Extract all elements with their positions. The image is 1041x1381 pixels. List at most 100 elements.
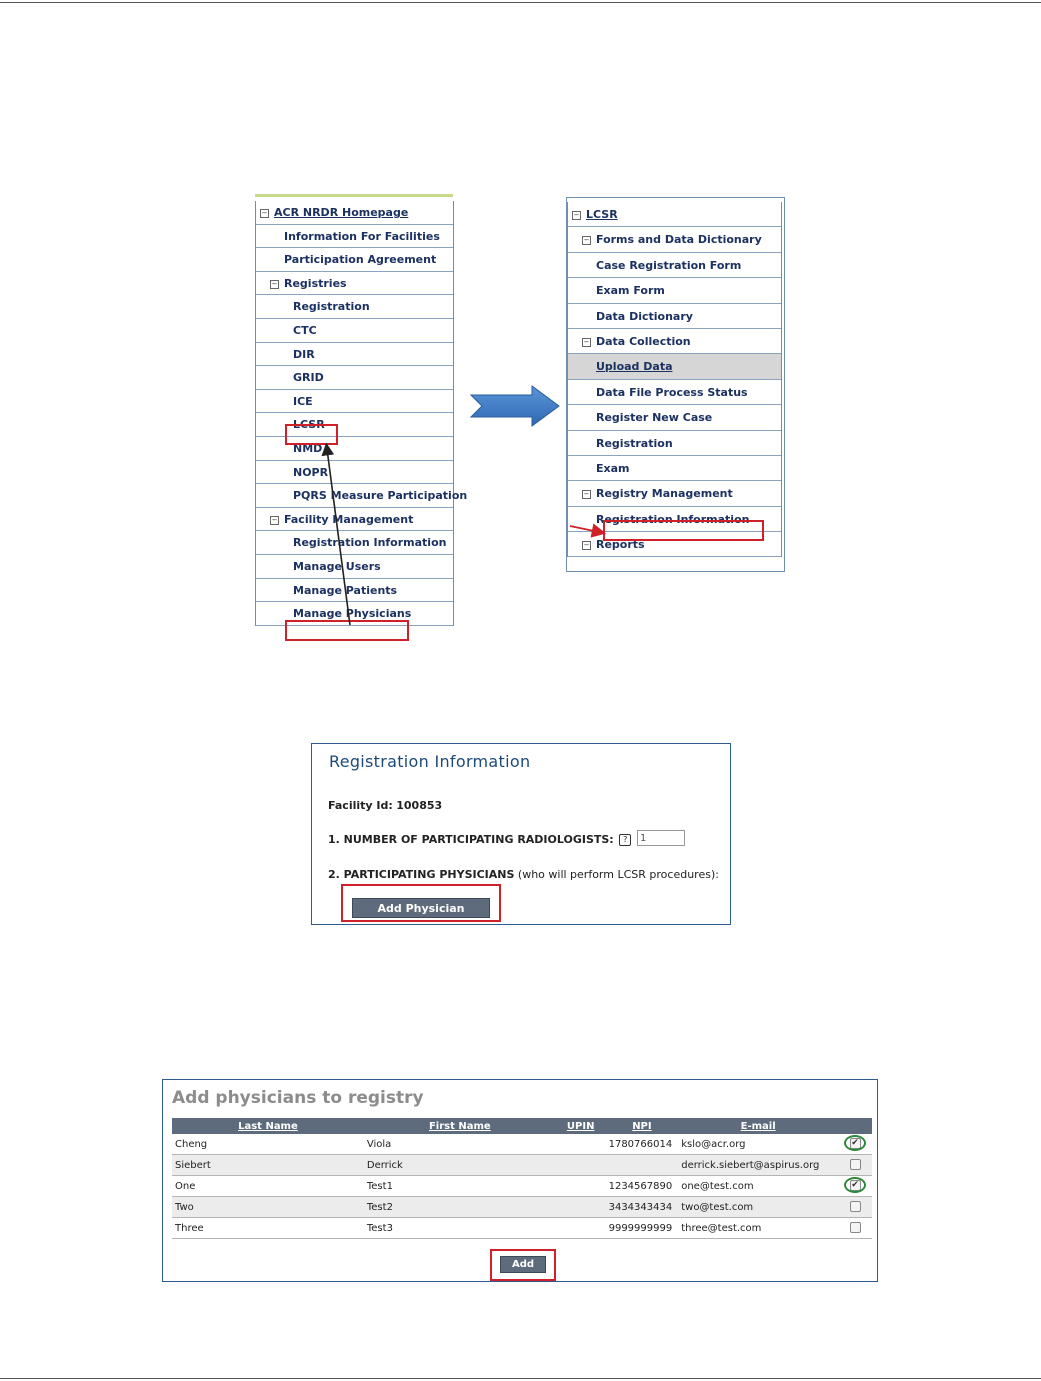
select-checkbox[interactable]: [849, 1222, 861, 1234]
column-header-first-name[interactable]: First Name: [363, 1118, 556, 1134]
cell-select: [838, 1217, 872, 1239]
select-checkbox[interactable]: [849, 1201, 861, 1213]
left-nav-item-registration-information[interactable]: Registration Information: [256, 531, 453, 555]
physicians-question-label: 2. PARTICIPATING PHYSICIANS: [328, 868, 515, 881]
left-nav-item-information-for-facilities[interactable]: Information For Facilities: [256, 225, 453, 249]
add-button-highlight-box: [490, 1249, 556, 1281]
cell-upin: [555, 1134, 606, 1155]
left-nav-item-participation-agreement[interactable]: Participation Agreement: [256, 248, 453, 272]
left-nav-item-manage-physicians[interactable]: Manage Physicians: [256, 602, 453, 626]
cell-first-name: Test2: [363, 1196, 556, 1218]
cell-last-name: Two: [172, 1196, 364, 1218]
add-physicians-panel: Add physicians to registry Last Name Fir…: [162, 1079, 878, 1282]
left-nav-item-facility-management[interactable]: −Facility Management: [256, 508, 453, 532]
select-checkbox[interactable]: [849, 1159, 861, 1171]
help-icon[interactable]: ?: [619, 834, 632, 846]
left-nav-item-acr-nrdr-homepage[interactable]: −ACR NRDR Homepage: [256, 201, 453, 225]
annotation-overlay: [321, 442, 607, 626]
cell-upin: [555, 1175, 606, 1197]
left-nav-item-pqrs-measure-participation[interactable]: PQRS Measure Participation: [256, 484, 467, 508]
right-nav-item-registry-management[interactable]: −Registry Management: [568, 481, 781, 507]
right-nav-item-data-collection[interactable]: −Data Collection: [568, 329, 781, 355]
right-nav-item-lcsr[interactable]: −LCSR: [568, 202, 781, 228]
cell-upin: [555, 1196, 606, 1218]
right-nav-item-case-registration-form[interactable]: Case Registration Form: [568, 253, 781, 279]
upward-pointer-arrow-icon: [321, 442, 351, 626]
left-nav-item-manage-users[interactable]: Manage Users: [256, 555, 453, 579]
collapse-toggle-icon[interactable]: −: [582, 236, 591, 246]
left-nav-item-label: Participation Agreement: [284, 253, 437, 267]
left-nav-item-registration[interactable]: Registration: [256, 295, 453, 319]
cell-upin: [555, 1217, 606, 1239]
cell-email: one@test.com: [678, 1175, 839, 1197]
left-nav-item-nopr[interactable]: NOPR: [256, 461, 453, 485]
collapse-toggle-icon[interactable]: −: [270, 515, 279, 525]
left-nav-item-ice[interactable]: ICE: [256, 390, 453, 414]
right-nav-item-label: Registration Information: [596, 512, 750, 526]
right-nav-item-register-new-case[interactable]: Register New Case: [568, 405, 781, 431]
column-header-upin[interactable]: UPIN: [555, 1118, 606, 1134]
right-nav-item-label: Data Dictionary: [596, 309, 693, 323]
collapse-toggle-icon[interactable]: −: [582, 490, 591, 500]
left-nav-item-ctc[interactable]: CTC: [256, 319, 453, 343]
cell-last-name: Siebert: [172, 1154, 364, 1176]
right-nav-item-label: Forms and Data Dictionary: [596, 233, 762, 247]
left-nav-item-label: NMD: [293, 441, 323, 455]
right-nav-item-registration-information[interactable]: Registration Information: [568, 507, 781, 533]
collapse-toggle-icon[interactable]: −: [572, 211, 581, 220]
left-nav-item-label: Facility Management: [284, 512, 414, 526]
cell-first-name: Derrick: [363, 1154, 556, 1176]
collapse-toggle-icon[interactable]: −: [582, 541, 591, 551]
right-nav-item-reports[interactable]: −Reports: [568, 532, 781, 558]
column-header-email[interactable]: E-mail: [678, 1118, 839, 1134]
cell-first-name: Viola: [363, 1134, 556, 1155]
right-nav-item-label: Data Collection: [596, 334, 691, 348]
flow-arrow-icon: [470, 385, 560, 427]
right-nav-item-data-file-process-status[interactable]: Data File Process Status: [568, 380, 781, 406]
right-nav-item-label: Registration: [596, 436, 673, 450]
left-nav-item-label: Manage Physicians: [293, 607, 412, 621]
right-nav-item-registration[interactable]: Registration: [568, 431, 781, 456]
collapse-toggle-icon[interactable]: −: [270, 279, 279, 289]
collapse-toggle-icon[interactable]: −: [260, 209, 269, 218]
manage-physicians-highlight-box: [285, 620, 409, 641]
right-nav-item-label: Case Registration Form: [596, 258, 742, 272]
add-physician-button[interactable]: Add Physician: [352, 898, 490, 918]
top-page-rule: [0, 2, 1041, 3]
right-nav-item-exam-form[interactable]: Exam Form: [568, 278, 781, 304]
left-nav-item-label: Information For Facilities: [284, 229, 440, 243]
right-nav-item-upload-data[interactable]: Upload Data: [568, 354, 781, 380]
right-nav-item-label: Reports: [596, 538, 645, 552]
column-header-npi[interactable]: NPI: [605, 1118, 679, 1134]
left-nav-item-label: NOPR: [293, 465, 329, 479]
add-button[interactable]: Add: [500, 1256, 546, 1273]
cell-npi: 9999999999: [605, 1217, 679, 1239]
cell-first-name: Test3: [363, 1217, 556, 1239]
column-header-last-name[interactable]: Last Name: [172, 1118, 364, 1134]
right-nav-item-label: Register New Case: [596, 411, 713, 425]
right-nav-item-exam[interactable]: Exam: [568, 456, 781, 482]
right-nav-item-label: LCSR: [586, 208, 618, 221]
right-nav-item-forms-and-data-dictionary[interactable]: −Forms and Data Dictionary: [568, 227, 781, 253]
left-nav-item-dir[interactable]: DIR: [256, 343, 453, 367]
left-nav-item-nmd[interactable]: NMD: [256, 437, 453, 461]
right-nav-item-label: Exam: [596, 461, 630, 475]
radiologists-question-label: 1. NUMBER OF PARTICIPATING RADIOLOGISTS:: [328, 833, 614, 846]
radiologists-count-input[interactable]: [637, 830, 685, 846]
cell-last-name: One: [172, 1175, 364, 1197]
left-nav-item-registries[interactable]: −Registries: [256, 272, 453, 296]
collapse-toggle-icon[interactable]: −: [582, 337, 591, 347]
left-nav-item-grid[interactable]: GRID: [256, 366, 453, 390]
registration-panel-title: Registration Information: [329, 752, 531, 771]
physicians-question-note: (who will perform LCSR procedures):: [517, 868, 719, 881]
cell-select: ✔: [838, 1175, 872, 1197]
right-nav-item-data-dictionary[interactable]: Data Dictionary: [568, 304, 781, 329]
right-nav-item-label: Exam Form: [596, 284, 665, 298]
cell-upin: [555, 1154, 606, 1176]
